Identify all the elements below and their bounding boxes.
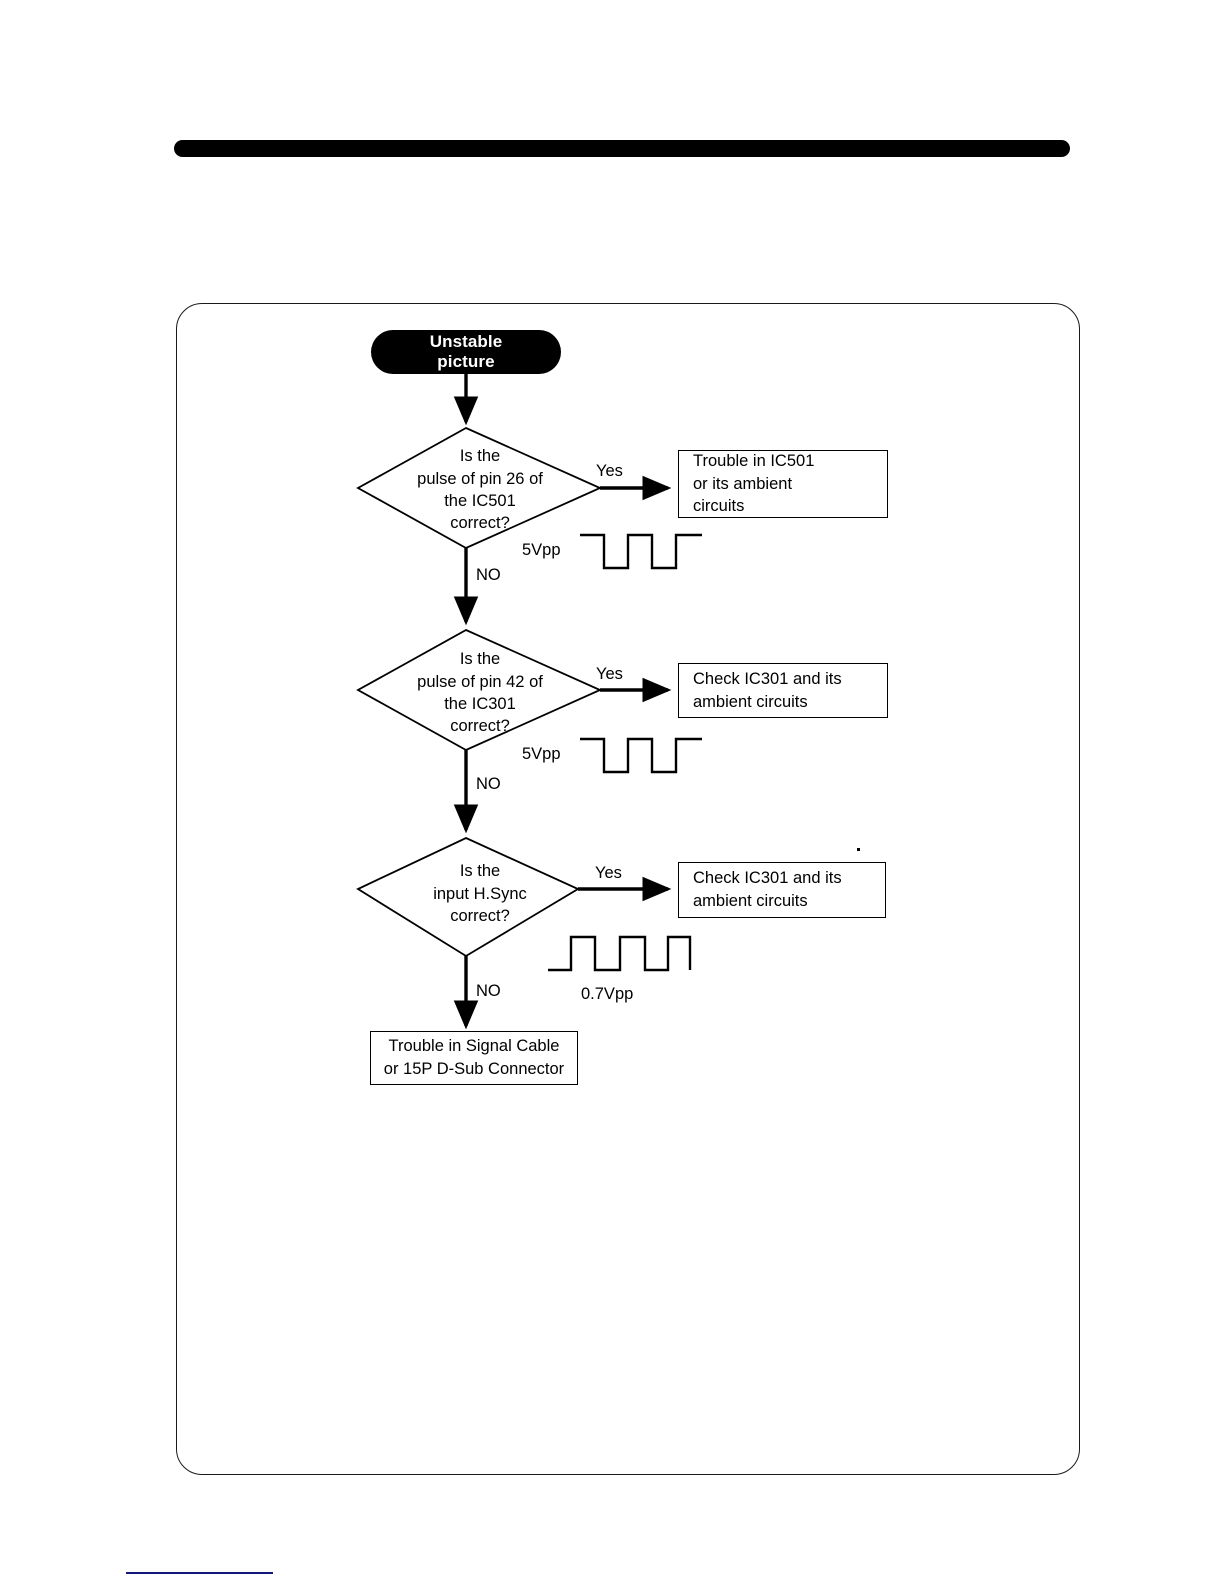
decision-1-text: Is the pulse of pin 26 of the IC501 corr… [362,442,598,538]
edge-label-no-2: NO [476,775,501,793]
result-box-check-ic301-b: Check IC301 and its ambient circuits [678,862,886,918]
decision-1-line-3: the IC501 [444,492,516,510]
footer-rule [126,1572,273,1574]
decision-2-line-4: correct? [450,717,510,736]
decision-2-line-2: pulse of pin 42 of [417,672,543,691]
result-box-trouble-ic501: Trouble in IC501 or its ambient circuits [678,450,888,518]
result-box-signal-cable: Trouble in Signal Cable or 15P D-Sub Con… [370,1031,578,1085]
result-2-line-1: Check IC301 and its [693,669,842,688]
result-3-line-1: Check IC301 and its [693,869,842,888]
result-2-line-2: ambient circuits [693,692,808,711]
result-3-line-2: ambient circuits [693,892,808,910]
result-box-check-ic301-a: Check IC301 and its ambient circuits [678,663,888,718]
decision-2-text: Is the pulse of pin 42 of the IC301 corr… [362,645,598,741]
result-1-line-1: Trouble in IC501 [693,451,815,470]
decision-1-line-2: pulse of pin 26 of [417,469,543,488]
decision-2-line-3: the IC301 [444,695,516,713]
terminal-unstable-picture: Unstable picture [371,330,561,374]
decision-2-line-1: Is the [459,650,501,669]
content-frame-border [176,303,1080,1475]
header-rule [174,140,1070,157]
terminal-line-1: Unstable [429,331,503,351]
result-1-line-3: circuits [693,497,745,516]
decision-3-text: Is the input H.Sync correct? [362,857,598,931]
edge-label-no-3: NO [476,982,501,1000]
result-1-line-2: or its ambient [693,474,793,493]
decision-3-line-1: Is the [459,862,501,881]
decision-1-line-4: correct? [450,514,510,533]
edge-label-yes-1: Yes [596,462,623,480]
waveform-3-amplitude-label: 0.7Vpp [581,985,634,1003]
waveform-2-amplitude-label: 5Vpp [522,745,561,763]
edge-label-no-1: NO [476,566,501,584]
final-line-2: or 15P D-Sub Connector [383,1060,565,1078]
edge-label-yes-3: Yes [595,864,622,882]
terminal-line-2: picture [437,352,495,371]
ink-speck [857,848,860,851]
decision-3-line-3: correct? [450,907,510,926]
final-line-1: Trouble in Signal Cable [388,1037,560,1056]
decision-3-line-2: input H.Sync [433,884,527,903]
edge-label-yes-2: Yes [596,665,623,683]
decision-1-line-1: Is the [459,447,501,466]
waveform-1-amplitude-label: 5Vpp [522,541,561,559]
